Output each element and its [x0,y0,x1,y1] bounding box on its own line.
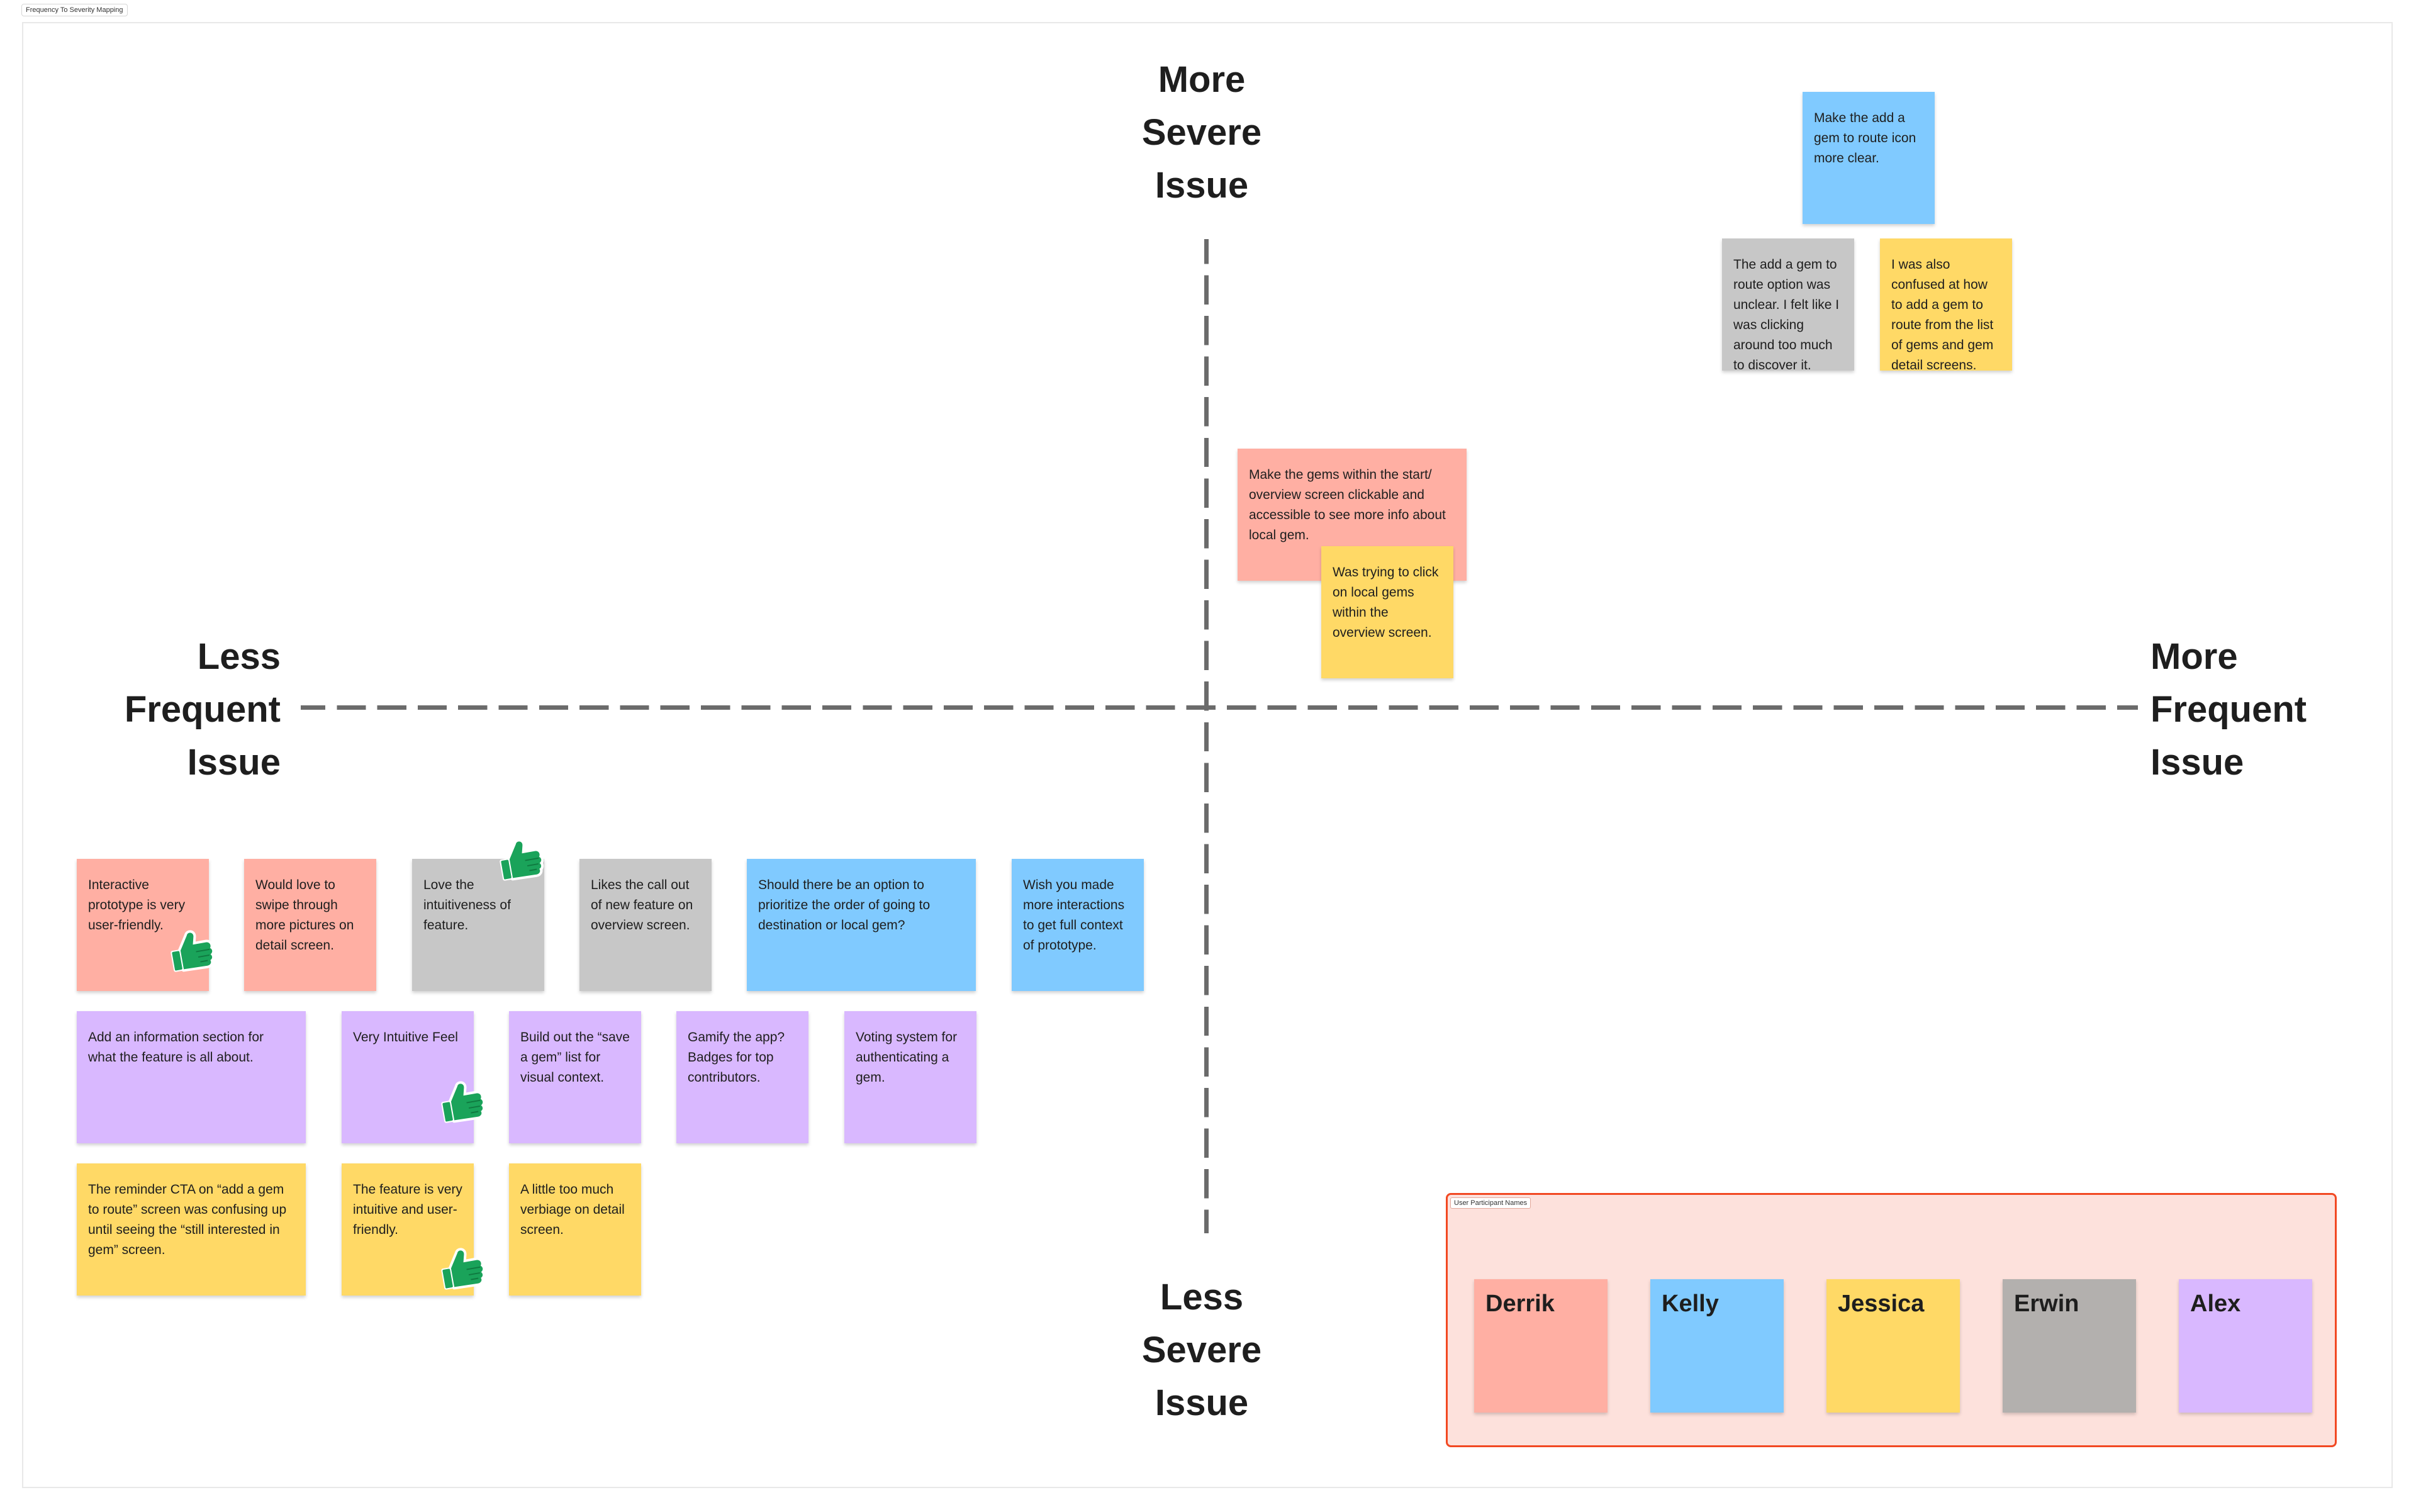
horizontal-axis-line [301,705,2138,710]
participant-card[interactable]: Erwin [2003,1279,2136,1413]
sticky-note[interactable]: The reminder CTA on “add a gem to route”… [77,1163,306,1296]
thumbs-up-icon[interactable] [436,1076,486,1126]
thumbs-up-icon[interactable] [495,834,545,884]
participant-card[interactable]: Derrik [1474,1279,1608,1413]
sticky-note[interactable]: I was also confused at how to add a gem … [1880,238,2012,372]
thumbs-up-icon[interactable] [436,1243,486,1293]
sticky-note[interactable]: Was trying to click on local gems within… [1321,546,1453,678]
thumbs-up-icon[interactable] [165,925,216,975]
sticky-note[interactable]: A little too much verbiage on detail scr… [509,1163,641,1296]
sticky-note[interactable]: The add a gem to route option was unclea… [1722,238,1854,372]
sticky-note[interactable]: Add an information section for what the … [77,1011,306,1143]
sticky-note[interactable]: Would love to swipe through more picture… [244,859,376,991]
sticky-note[interactable]: Likes the call out of new feature on ove… [579,859,712,991]
sticky-note[interactable]: Build out the “save a gem” list for visu… [509,1011,641,1143]
participants-section[interactable]: User Participant Names Derrik Kelly Jess… [1446,1193,2337,1447]
participant-card[interactable]: Alex [2179,1279,2312,1413]
vertical-axis-line [1204,239,1209,1233]
sticky-note[interactable]: Voting system for authenticating a gem. [844,1011,976,1143]
sticky-note[interactable]: Love the intuitiveness of feature. [412,859,544,991]
participant-card[interactable]: Jessica [1826,1279,1960,1413]
sticky-note[interactable]: Should there be an option to prioritize … [747,859,976,991]
participant-card[interactable]: Kelly [1650,1279,1784,1413]
sticky-note[interactable]: Make the add a gem to route icon more cl… [1803,92,1935,224]
frame-title[interactable]: Frequency To Severity Mapping [21,4,128,16]
section-label[interactable]: User Participant Names [1450,1197,1531,1209]
sticky-note[interactable]: Wish you made more interactions to get f… [1012,859,1144,991]
sticky-note[interactable]: Gamify the app? Badges for top contribut… [676,1011,808,1143]
